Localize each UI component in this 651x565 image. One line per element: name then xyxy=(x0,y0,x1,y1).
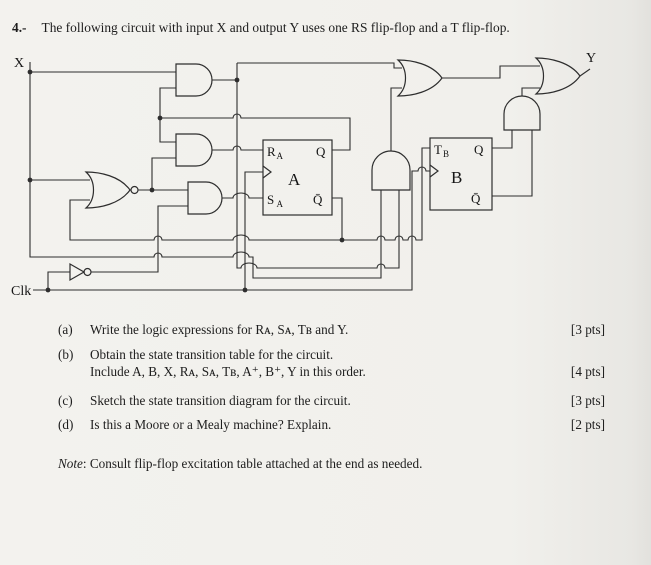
question-text: Obtain the state transition table for th… xyxy=(90,347,334,362)
rs-state-label: A xyxy=(288,170,301,189)
and-gate-r-input xyxy=(175,133,213,167)
clock-label: Clk xyxy=(11,284,31,299)
wire xyxy=(492,130,513,149)
wire xyxy=(332,197,343,240)
question-points: [2 pts] xyxy=(570,417,605,432)
wire xyxy=(33,166,430,291)
wire xyxy=(521,87,540,96)
rs-flip-flop: R A Q A S A Q̄ xyxy=(262,139,333,216)
wire xyxy=(29,62,382,279)
and-gate-top xyxy=(175,63,213,97)
question-text: Is this a Moore or a Mealy machine? Expl… xyxy=(90,417,332,432)
t-flip-flop: T B Q B Q̄ xyxy=(429,137,493,211)
wire xyxy=(222,192,263,199)
rs-r-sub-label: A xyxy=(277,151,284,161)
wire xyxy=(390,87,402,151)
or-gate-middle xyxy=(396,59,443,97)
question-points: [3 pts] xyxy=(570,393,605,408)
wire xyxy=(91,205,188,273)
clock-triangle-icon xyxy=(262,165,272,179)
junction-dots xyxy=(27,69,345,293)
problem-number: 4.- xyxy=(12,20,27,35)
inverter-gate-icon xyxy=(69,262,86,282)
problem-statement: 4.- The following circuit with input X an… xyxy=(12,19,623,36)
question-letter: (d) xyxy=(58,417,74,432)
rs-s-label: S xyxy=(267,192,274,207)
question-b: (b) Obtain the state transition table fo… xyxy=(58,346,605,380)
wire xyxy=(159,87,176,143)
inverter-bubble-icon xyxy=(83,267,92,277)
t-flip-flop-box xyxy=(429,137,493,211)
and-gate-s-input xyxy=(187,181,223,215)
wire xyxy=(244,171,263,290)
question-text: Write the logic expressions for Rᴀ, Sᴀ, … xyxy=(90,322,349,337)
question-text: Include A, B, X, Rᴀ, Sᴀ, Tʙ, A⁺, B⁺, Y i… xyxy=(90,364,366,379)
wire xyxy=(236,63,400,269)
question-text: Sketch the state transition diagram for … xyxy=(90,393,351,408)
or-gate-output xyxy=(534,57,581,95)
and-gate-right xyxy=(503,95,541,131)
or-gate-left xyxy=(84,171,131,209)
question-letter: (b) xyxy=(58,347,74,362)
note-label: Note xyxy=(58,456,83,471)
question-list: (a) Write the logic expressions for Rᴀ, … xyxy=(58,321,605,472)
wire xyxy=(69,147,430,241)
question-points: [3 pts] xyxy=(570,322,605,337)
wire xyxy=(492,130,533,197)
question-points: [4 pts] xyxy=(570,364,605,379)
t-state-label: B xyxy=(451,168,462,187)
wire xyxy=(442,65,540,79)
question-letter: (c) xyxy=(58,393,73,408)
wire xyxy=(160,113,351,151)
t-t-sub-label: B xyxy=(443,149,449,159)
input-x-label: X xyxy=(14,56,24,71)
question-letter: (a) xyxy=(58,322,73,337)
rs-s-sub-label: A xyxy=(277,199,284,209)
wire xyxy=(151,157,176,190)
question-d: (d) Is this a Moore or a Mealy machine? … xyxy=(58,416,605,433)
clock-triangle-icon xyxy=(429,164,439,178)
note-line: Note: Consult flip-flop excitation table… xyxy=(58,455,605,472)
t-t-label: T xyxy=(434,142,442,157)
and-gate-middle xyxy=(371,150,411,191)
output-y-label: Y xyxy=(586,51,596,66)
wire xyxy=(237,62,402,69)
circuit-wires xyxy=(29,62,591,291)
question-c: (c) Sketch the state transition diagram … xyxy=(58,392,605,409)
t-qbar-label: Q̄ xyxy=(471,191,481,206)
t-q-label: Q xyxy=(474,142,484,157)
rs-q-label: Q xyxy=(316,144,326,159)
wire xyxy=(47,271,70,290)
wire xyxy=(579,68,591,77)
rs-qbar-label: Q̄ xyxy=(313,192,323,207)
note-text: : Consult flip-flop excitation table att… xyxy=(82,456,423,471)
wire xyxy=(212,145,263,151)
rs-r-label: R xyxy=(267,144,276,159)
problem-title-text: The following circuit with input X and o… xyxy=(41,20,510,35)
question-a: (a) Write the logic expressions for Rᴀ, … xyxy=(58,321,605,338)
nor-bubble-icon xyxy=(130,185,139,195)
